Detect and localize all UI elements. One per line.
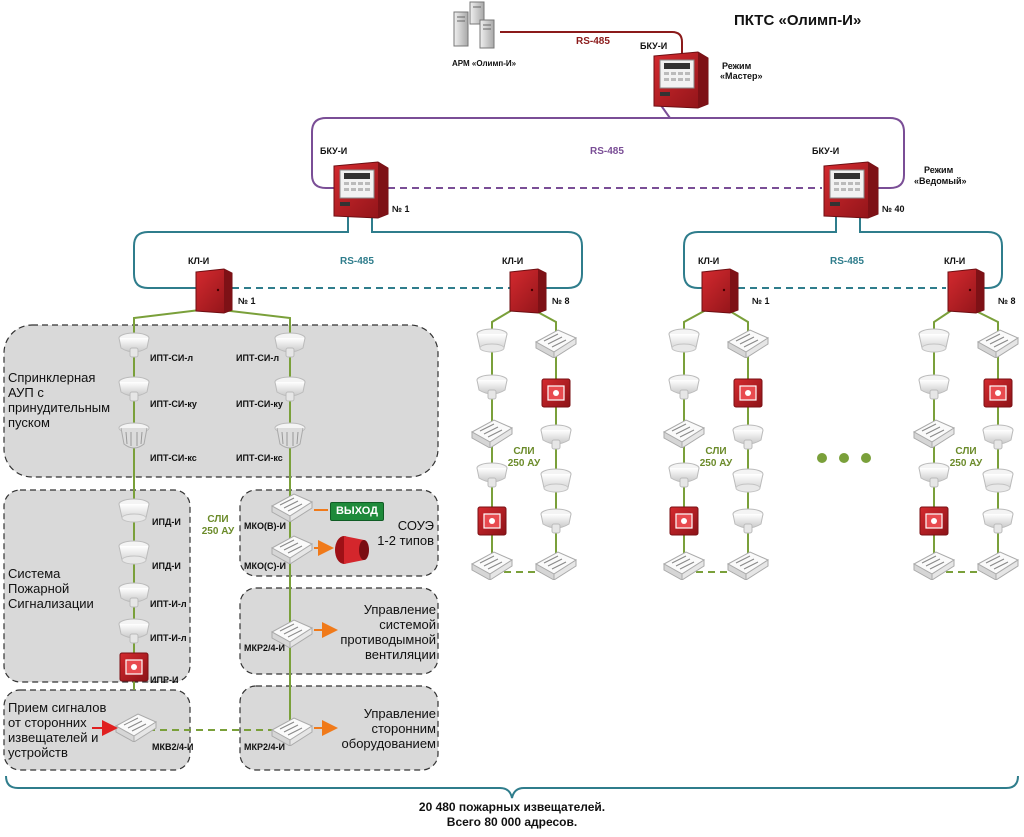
kl-right-8-icon xyxy=(947,268,985,314)
bku-slave-40-label: БКУ-И xyxy=(812,146,840,156)
rs485-line-left xyxy=(133,215,349,289)
bku-master-label: БКУ-И xyxy=(640,41,668,51)
ellipsis-dots xyxy=(817,453,871,463)
kl-right-1-label: КЛ-И xyxy=(698,256,720,266)
ipt-si-ks-label: ИПТ-СИ-кс xyxy=(236,453,283,463)
rs485-label-mid: RS-485 xyxy=(590,146,624,157)
mkv-label: МКВ2/4-И xyxy=(152,742,194,752)
kl-left-1-num: № 1 xyxy=(238,296,256,306)
ipt-si-ku-label: ИПТ-СИ-ку xyxy=(150,399,197,409)
ipd-i-label: ИПД-И xyxy=(152,561,181,571)
kl-right-1-icon xyxy=(701,268,739,314)
ipt-si-l-label: ИПТ-СИ-л xyxy=(150,353,194,363)
mode-master-2: «Мастер» xyxy=(720,71,763,81)
kl-right-8-num: № 8 xyxy=(998,296,1016,306)
bku-slave-1-num: № 1 xyxy=(392,204,410,214)
rs485-label-left: RS-485 xyxy=(340,256,374,267)
rs485-line-right xyxy=(683,215,837,289)
summary-line-2: Всего 80 000 адресов. xyxy=(446,815,578,829)
mode-slave-2: «Ведомый» xyxy=(914,176,967,186)
zone-sprinkler-box xyxy=(3,324,439,478)
ipt-i-l-label: ИПТ-И-л xyxy=(150,633,187,643)
arm-server-icon xyxy=(453,1,495,49)
kl-left-1-label: КЛ-И xyxy=(188,256,210,266)
rs485-line-top xyxy=(500,31,683,54)
kl-right-1-num: № 1 xyxy=(752,296,770,306)
mode-slave-1: Режим xyxy=(924,165,954,175)
smoke-detector-icon xyxy=(118,498,150,523)
kl-left-1-icon xyxy=(195,268,233,314)
ipd-i-label: ИПД-И xyxy=(152,517,181,527)
mko-s-label: МКО(С)-И xyxy=(244,561,286,571)
rs485-label-top: RS-485 xyxy=(576,36,610,47)
rs485-label-right: RS-485 xyxy=(830,256,864,267)
bku-slave-1-label: БКУ-И xyxy=(320,146,348,156)
kl-left-8-icon xyxy=(509,268,547,314)
page-title: ПКТС «Олимп-И» xyxy=(734,12,862,29)
bku-master-icon xyxy=(653,51,709,109)
mkr-label-2: МКР2/4-И xyxy=(244,742,285,752)
ipt-si-ku-label: ИПТ-СИ-ку xyxy=(236,399,283,409)
kl-left-8-num: № 8 xyxy=(552,296,570,306)
exit-sign: ВЫХОД xyxy=(330,502,384,521)
kl-left-8-label: КЛ-И xyxy=(502,256,524,266)
summary-line-1: 20 480 пожарных извещателей. xyxy=(418,800,606,814)
mkr-label-1: МКР2/4-И xyxy=(244,643,285,653)
ipt-si-ks-label: ИПТ-СИ-кс xyxy=(150,453,197,463)
manual-call-point-icon xyxy=(119,652,149,682)
arm-label: АРМ «Олимп-И» xyxy=(452,59,517,68)
bku-slave-1-icon xyxy=(333,161,389,219)
bku-slave-40-num: № 40 xyxy=(882,204,905,214)
mode-master-1: Режим xyxy=(722,61,752,71)
ipr-i-label: ИПР-И xyxy=(150,675,179,685)
zones xyxy=(3,324,439,771)
ipt-si-l-label: ИПТ-СИ-л xyxy=(236,353,280,363)
sli-lines xyxy=(133,309,999,731)
rs485-line-master xyxy=(311,103,672,189)
kl-right-8-label: КЛ-И xyxy=(944,256,966,266)
mko-v-label: МКО(В)-И xyxy=(244,521,286,531)
bottom-brace xyxy=(5,775,1019,799)
smoke-detector-icon xyxy=(118,540,150,565)
ipt-i-l-label: ИПТ-И-л xyxy=(150,599,187,609)
bku-slave-40-icon xyxy=(823,161,879,219)
